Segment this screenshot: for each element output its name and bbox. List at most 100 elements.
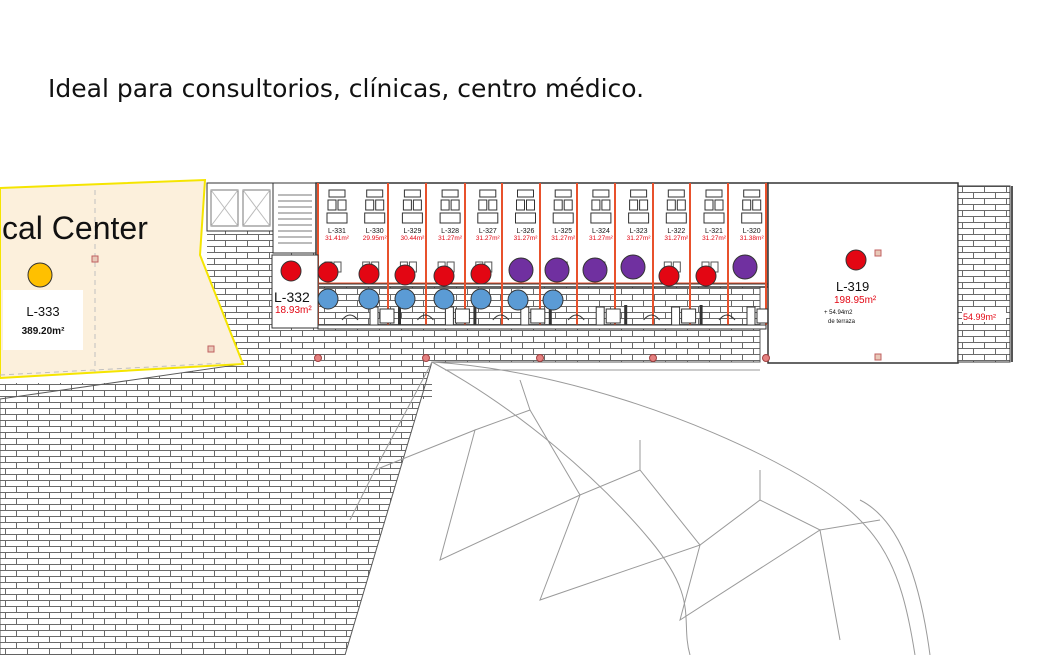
- unit-code: L-327: [479, 228, 497, 235]
- unit-code: L-320: [743, 228, 761, 235]
- desk: [441, 189, 459, 198]
- desk: [515, 212, 536, 224]
- pillar: [207, 345, 215, 353]
- status-dot-blue[interactable]: [433, 288, 455, 310]
- unit-code: L-321: [705, 228, 723, 235]
- status-dot-purple[interactable]: [620, 254, 646, 280]
- status-dot-blue[interactable]: [470, 288, 492, 310]
- unit-code: L-328: [441, 228, 459, 235]
- status-dot-blue[interactable]: [317, 288, 339, 310]
- unit-code: L-331: [328, 228, 346, 235]
- chair: [365, 199, 375, 211]
- desk: [667, 189, 685, 198]
- storefront-counter: [605, 308, 621, 324]
- desk: [328, 189, 346, 198]
- status-dot-purple[interactable]: [544, 257, 570, 283]
- status-dot-red[interactable]: [317, 261, 339, 283]
- status-dot-red[interactable]: [433, 265, 455, 287]
- unit-area: 29.95m²: [363, 235, 388, 242]
- pillar: [874, 353, 882, 361]
- stair-tower-area: 54.99m²: [963, 312, 996, 322]
- status-dot-red[interactable]: [394, 264, 416, 286]
- chair: [553, 199, 563, 211]
- status-dot-red[interactable]: [695, 265, 717, 287]
- chair: [337, 199, 347, 211]
- status-dot-red[interactable]: [280, 260, 302, 282]
- medical-unit-area: 389.20m²: [22, 326, 65, 337]
- door-swing: [417, 314, 434, 321]
- chair: [639, 199, 649, 211]
- status-dot-blue[interactable]: [507, 289, 529, 311]
- unit-area: 31.27m²: [627, 235, 652, 242]
- wall-stub: [699, 305, 703, 325]
- chair: [375, 199, 385, 211]
- status-dot-red[interactable]: [470, 263, 492, 285]
- stair-tower: [957, 185, 1011, 363]
- wall-stub: [624, 305, 628, 325]
- chair: [629, 199, 639, 211]
- office-labels: L-33131.41m²L-33029.95m²L-32930.44m²L-32…: [325, 228, 764, 242]
- stair-tower-label-bg: [962, 311, 1006, 322]
- chair: [676, 199, 686, 211]
- chair: [440, 199, 450, 211]
- storefront-counter: [530, 308, 546, 324]
- status-dot-purple[interactable]: [732, 254, 758, 280]
- medical-dimension-line: [0, 190, 226, 376]
- unit-code: L-322: [667, 228, 685, 235]
- office-block-319: [767, 182, 959, 364]
- unit-area: 31.38m²: [740, 235, 765, 242]
- desk: [439, 212, 461, 224]
- wall-stub: [548, 305, 552, 325]
- unit-area: 31.27m²: [438, 235, 463, 242]
- storefront-counter: [681, 308, 697, 324]
- chair: [601, 199, 611, 211]
- chair: [591, 199, 601, 211]
- status-dot-red[interactable]: [845, 249, 867, 271]
- storefront-counter: [379, 308, 395, 324]
- status-dot-blue[interactable]: [358, 288, 380, 310]
- door-swing: [492, 314, 510, 321]
- unit-code: L-329: [403, 228, 421, 235]
- unit-319-terrace-line1: + 54.94m2: [824, 310, 853, 316]
- unit-area: 31.27m²: [664, 235, 689, 242]
- status-dot-purple[interactable]: [508, 257, 534, 283]
- desk: [554, 189, 572, 198]
- chair: [516, 199, 525, 211]
- unit-code: L-323: [630, 228, 648, 235]
- unit-area: 31.41m²: [325, 235, 350, 242]
- chair: [327, 199, 337, 211]
- desk: [552, 212, 574, 224]
- desk: [590, 212, 612, 224]
- status-dot-blue[interactable]: [394, 288, 416, 310]
- chair: [402, 199, 412, 211]
- column-marker: [649, 354, 657, 362]
- storefront-door: [369, 306, 379, 326]
- bottom-cut-label: ......: [300, 647, 323, 655]
- column-marker: [314, 354, 322, 362]
- desk: [517, 189, 534, 198]
- desk: [326, 212, 348, 224]
- desk: [741, 212, 763, 224]
- pillar: [874, 249, 882, 257]
- status-dot-orange[interactable]: [27, 262, 53, 288]
- office-strip: [315, 182, 769, 288]
- chair: [714, 199, 724, 211]
- desk: [366, 189, 384, 198]
- status-dot-purple[interactable]: [582, 257, 608, 283]
- chair: [742, 199, 752, 211]
- unit-code: L-324: [592, 228, 610, 235]
- status-dot-blue[interactable]: [542, 289, 564, 311]
- wall-stub: [398, 305, 401, 325]
- unit-code: L-325: [554, 228, 572, 235]
- door-swing: [567, 314, 585, 321]
- storefront-door: [671, 306, 681, 326]
- column-marker: [762, 354, 770, 362]
- unit-code: L-330: [366, 228, 384, 235]
- column-marker: [422, 354, 430, 362]
- status-dot-red[interactable]: [658, 265, 680, 287]
- storefront-line: [317, 324, 767, 330]
- desk: [403, 189, 421, 198]
- chair: [488, 199, 498, 211]
- status-dot-red[interactable]: [358, 263, 380, 285]
